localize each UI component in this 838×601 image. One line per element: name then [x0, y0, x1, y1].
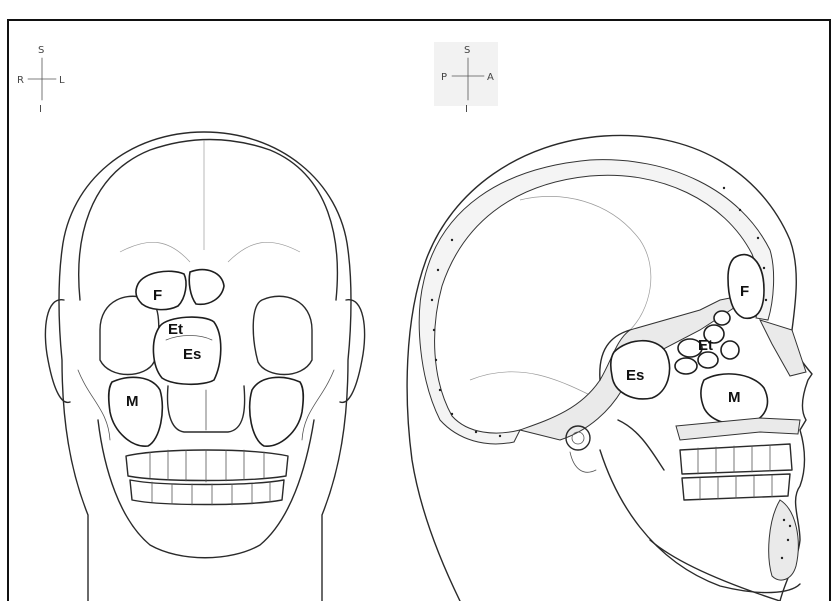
frontal-label-sphenoid-sinus: Es	[183, 346, 201, 363]
compass-superior-label: S	[464, 45, 470, 56]
lateral-compass: S I P A	[434, 42, 498, 115]
lateral-label-ethmoid-sinus: Et	[698, 337, 713, 354]
lateral-label-frontal-sinus: F	[740, 283, 749, 300]
compass-superior-label: S	[38, 45, 44, 56]
compass-posterior-label: P	[441, 72, 447, 83]
lateral-label-sphenoid-sinus: Es	[626, 367, 644, 384]
compass-right-label: R	[17, 75, 24, 86]
frontal-label-maxillary-sinus: M	[126, 393, 139, 410]
compass-anterior-label: A	[487, 72, 494, 83]
compass-inferior-label: I	[465, 104, 468, 115]
frontal-label-ethmoid-sinus: Et	[168, 321, 183, 338]
lateral-label-maxillary-sinus: M	[728, 389, 741, 406]
compass-left-label: L	[59, 75, 65, 86]
frontal-label-frontal-sinus: F	[153, 287, 162, 304]
compass-inferior-label: I	[39, 104, 42, 115]
